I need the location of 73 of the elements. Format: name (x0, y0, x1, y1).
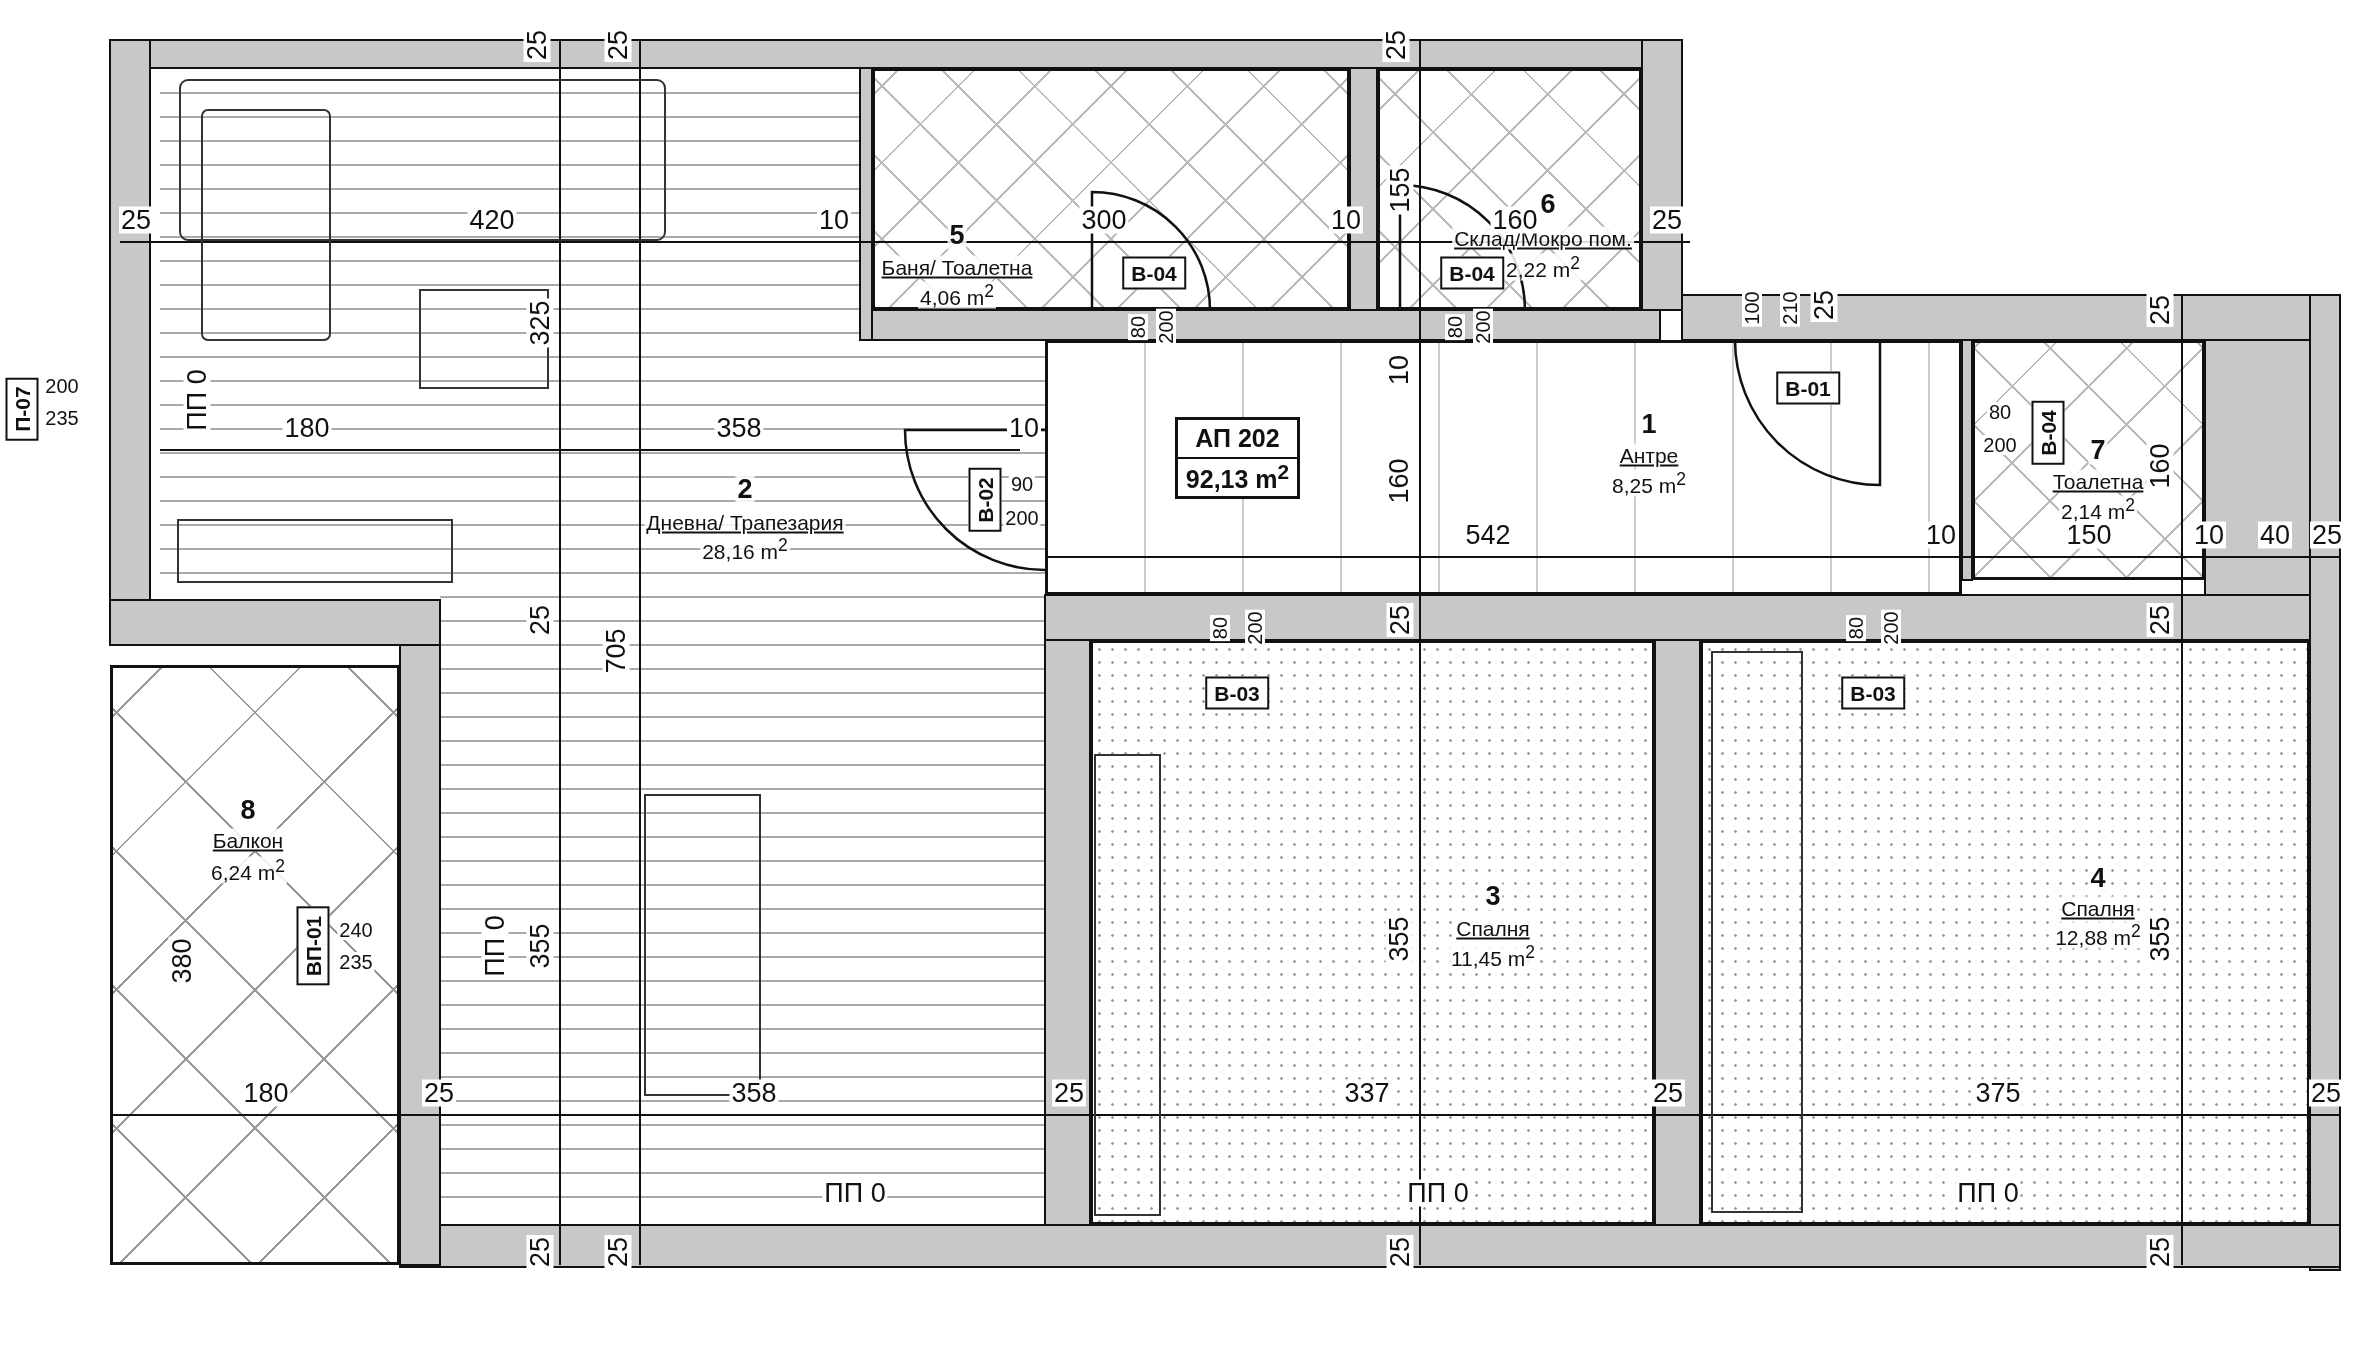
room-area: 28,16 m$^{2}$ (700, 535, 790, 563)
door-size: 90 (1008, 474, 1036, 494)
door-tag: В-03 (1841, 676, 1905, 710)
dimension-label: 355 (1385, 914, 1413, 964)
dimension-label: 25 (1386, 603, 1414, 637)
dimension-label: 25 (604, 1235, 632, 1269)
room-number: 2 (735, 474, 755, 504)
dimension-label: 25 (2146, 293, 2174, 327)
dimension-label: 25 (2310, 521, 2344, 549)
apartment-area: 92,13 m$^{2}$ (1185, 460, 1290, 495)
room-name: Спалня (2059, 896, 2137, 920)
room-area: 8,25 m$^{2}$ (1610, 469, 1688, 497)
window-tag: ВП-01 (296, 906, 330, 986)
dimension-label: 25 (2309, 1079, 2343, 1107)
door-size: 200 (1245, 609, 1265, 647)
room-area: 4,06 m$^{2}$ (918, 281, 996, 309)
door-tag: В-03 (1205, 676, 1269, 710)
room-area: 6,24 m$^{2}$ (209, 856, 287, 884)
door-tag: В-04 (1440, 256, 1504, 290)
room-name: Антре (1617, 443, 1681, 467)
dimension-label: 25 (1650, 206, 1684, 234)
door-size: 80 (1128, 313, 1148, 341)
dimension-label: 25 (119, 206, 153, 234)
dimension-label: 25 (1382, 28, 1410, 62)
door-size: 80 (1210, 614, 1230, 642)
door-size: 200 (1156, 308, 1176, 346)
door-tag: В-02 (968, 468, 1002, 532)
door-size: 200 (1003, 508, 1041, 528)
dimension-label: 25 (523, 28, 551, 62)
door-size: 200 (1881, 609, 1901, 647)
dimension-label: 25 (526, 603, 554, 637)
dimension-label: 25 (526, 1235, 554, 1269)
sill-height-label: ПП 0 (183, 367, 211, 433)
room-area (110, 665, 400, 1265)
apartment-number: АП 202 (1195, 424, 1280, 453)
dimension-label: 25 (2146, 1235, 2174, 1269)
apartment-label-box (1175, 417, 1300, 499)
window-size: 235 (337, 952, 375, 972)
dimension-label: 25 (1651, 1079, 1685, 1107)
room-name: Баня/ Тоалетна (879, 255, 1035, 279)
window-size: 200 (43, 376, 81, 396)
dimension-label: 300 (1079, 206, 1129, 234)
dimension-label: 40 (2258, 521, 2292, 549)
window-size: 240 (337, 920, 375, 940)
dimension-label: 25 (1810, 288, 1838, 322)
room-name: Балкон (210, 828, 286, 852)
dimension-label: 155 (1386, 165, 1414, 215)
room-area: 11,45 m$^{2}$ (1448, 942, 1538, 970)
room-area: 2,22 m$^{2}$ (1504, 253, 1582, 281)
dimension-label: 25 (2146, 603, 2174, 637)
room-area: 12,88 m$^{2}$ (2053, 921, 2143, 949)
door-size: 80 (1986, 402, 2014, 422)
door-size: 200 (1981, 435, 2019, 455)
dimension-label: 25 (422, 1079, 456, 1107)
dimension-label: 25 (604, 28, 632, 62)
dimension-label: 25 (1386, 1235, 1414, 1269)
door-size: 200 (1473, 308, 1493, 346)
door-size: 100 (1742, 289, 1762, 327)
dimension-label: 25 (1052, 1079, 1086, 1107)
door-tag: В-04 (1122, 256, 1186, 290)
window-tag: П-07 (5, 377, 39, 441)
door-tag: В-04 (2031, 401, 2065, 465)
door-size: 210 (1780, 289, 1800, 327)
window-size: 235 (43, 408, 81, 428)
door-size: 80 (1846, 614, 1866, 642)
door-size: 80 (1445, 313, 1465, 341)
dimension-label: 325 (526, 298, 554, 348)
room-area: 2,14 m$^{2}$ (2059, 495, 2137, 523)
door-tag: В-01 (1776, 371, 1840, 405)
room-name: Тоалетна (2050, 469, 2146, 493)
dimension-label: 355 (526, 921, 554, 971)
room-number: 3 (1483, 881, 1503, 911)
dimension-label: 10 (1329, 206, 1363, 234)
